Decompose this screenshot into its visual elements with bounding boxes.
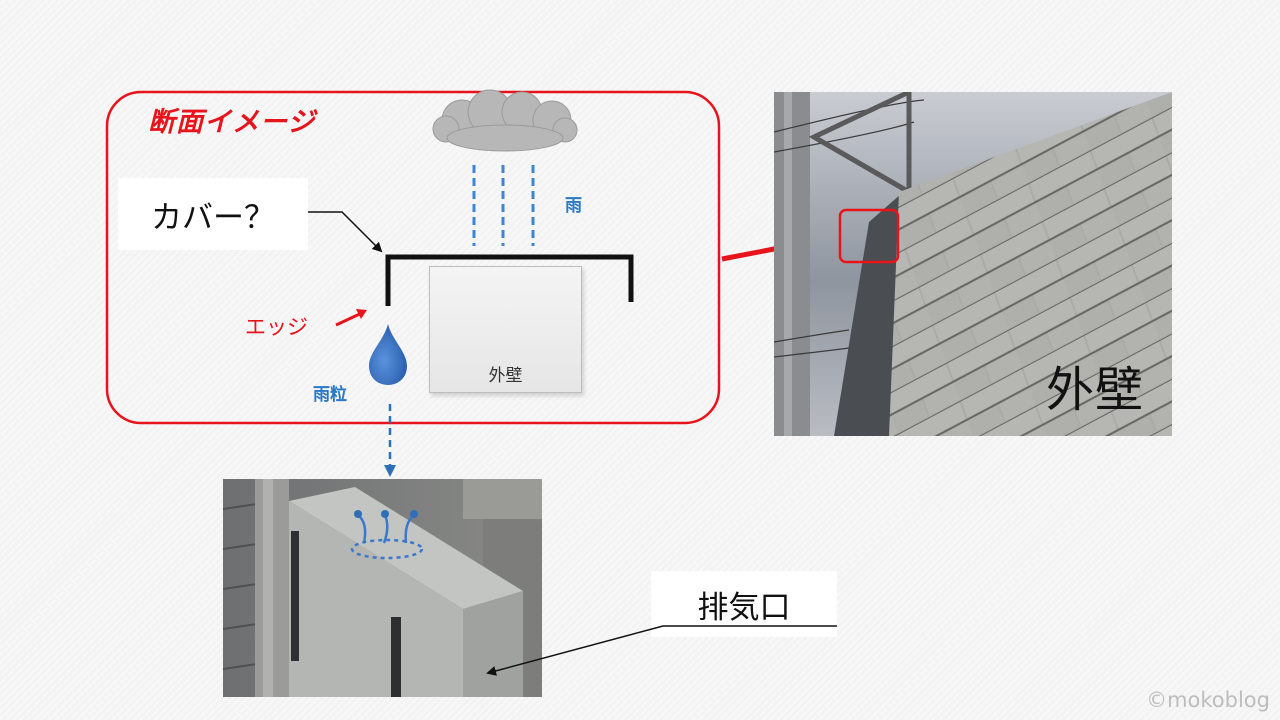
rain-label: 雨 [565, 196, 582, 216]
raindrop-label: 雨粒 [313, 385, 347, 405]
wall-box-label: 外壁 [488, 366, 523, 386]
vent-leader-line [486, 625, 837, 676]
vent-label: 排気口 [697, 589, 791, 626]
wall-box: 外壁 [429, 266, 582, 393]
cover-leader-line [300, 211, 383, 253]
rain-streaks [472, 165, 535, 246]
cover-label: カバー？ [151, 199, 275, 236]
exterior-wall-photo [774, 92, 1172, 436]
section-frame [105, 90, 721, 425]
credit-text: ©mokoblog [1146, 688, 1270, 712]
raindrop-icon [369, 324, 407, 385]
wall-highlight-box [838, 208, 900, 264]
cloud-icon [432, 89, 578, 152]
cover-label-box: カバー？ [118, 178, 308, 250]
cover-profile [385, 254, 634, 306]
steam-icon [350, 510, 424, 560]
section-title: 断面イメージ [148, 107, 316, 138]
photo-wall-label: 外壁 [1046, 362, 1145, 418]
edge-label: エッジ [245, 315, 308, 339]
